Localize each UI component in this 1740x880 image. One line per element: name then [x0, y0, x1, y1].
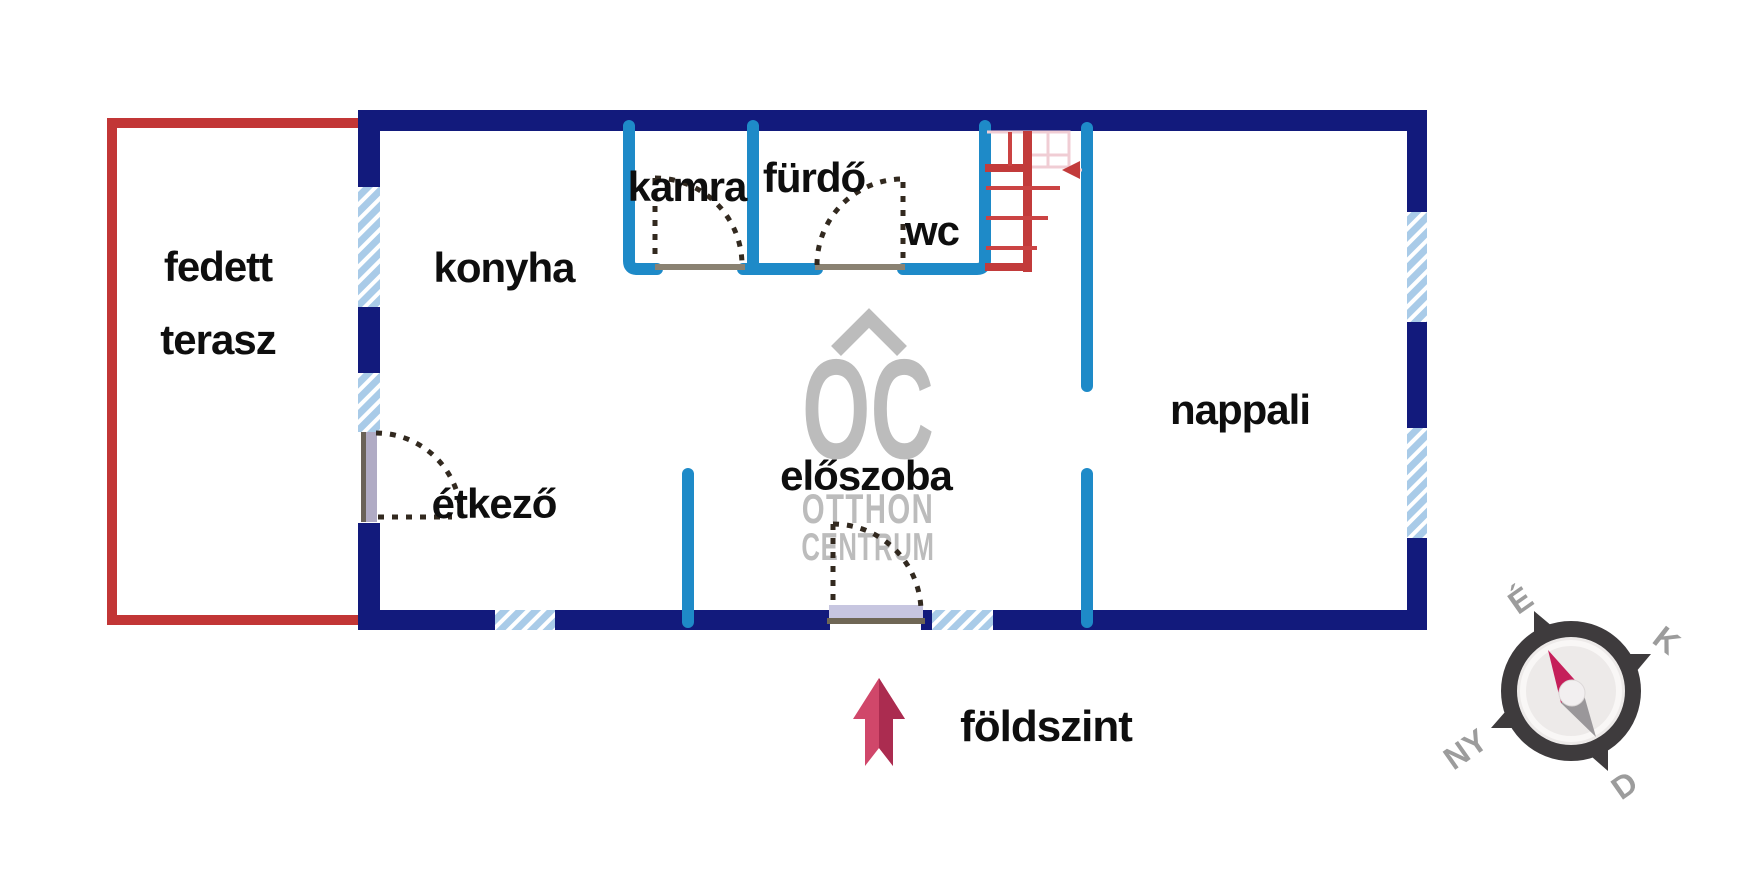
right-wall-segment	[1407, 322, 1427, 428]
window-left-1	[358, 187, 380, 307]
label-pantry: kamra	[628, 163, 748, 210]
compass-label-east: K	[1646, 619, 1686, 662]
window-left-2	[358, 373, 380, 432]
label-covered-terrace-line1: fedett	[164, 243, 273, 290]
left-wall-segment	[358, 307, 380, 373]
dining-door-leaf	[364, 432, 377, 522]
stairs	[985, 130, 1082, 272]
right-wall-segment	[1407, 538, 1427, 630]
entry-door-sill	[829, 605, 923, 618]
bathroom-door-arc	[814, 176, 904, 266]
bottom-wall-segment	[921, 610, 932, 630]
label-bathroom: fürdő	[763, 154, 866, 201]
stairs-direction-arrow-icon	[1062, 161, 1080, 179]
dining-door-arc	[375, 430, 464, 519]
pantry-door-arc	[654, 175, 745, 266]
up-arrow-shade	[879, 678, 905, 766]
watermark-monogram: OC	[802, 331, 934, 490]
level-caption: földszint	[960, 702, 1133, 751]
window-right-1	[1407, 212, 1427, 322]
bottom-wall-segment	[358, 610, 495, 630]
partitions	[623, 120, 1093, 628]
label-living-room: nappali	[1170, 386, 1310, 433]
label-covered-terrace-line2: terasz	[160, 316, 275, 363]
compass-label-west: NY	[1437, 722, 1494, 777]
window-right-2	[1407, 428, 1427, 538]
left-wall-segment	[358, 110, 380, 187]
door-swings	[375, 175, 924, 613]
terrace-outline	[107, 118, 362, 625]
left-wall-segment	[358, 523, 380, 630]
compass: É K D NY	[1437, 579, 1687, 806]
label-dining: étkező	[432, 480, 557, 527]
room-labels: fedett terasz konyha kamra fürdő wc napp…	[160, 154, 1311, 527]
stairs-landing-bottom	[985, 263, 1032, 271]
watermark-roof-icon	[831, 308, 907, 356]
label-kitchen: konyha	[433, 244, 576, 291]
compass-pivot	[1558, 679, 1586, 707]
level-marker: földszint	[853, 678, 1134, 766]
stairs-landing-top	[985, 164, 1032, 172]
entry-door-arc	[832, 521, 924, 613]
compass-label-south: D	[1605, 764, 1645, 807]
top-wall	[358, 110, 1427, 131]
watermark-logo: OC OTTHON CENTRUM	[801, 308, 935, 570]
label-wc: wc	[904, 207, 960, 254]
window-bottom-2	[932, 610, 993, 630]
window-bottom-1	[495, 610, 555, 630]
door-sills	[361, 264, 925, 624]
watermark-line1: OTTHON	[802, 485, 935, 533]
bottom-wall-segment	[993, 610, 1427, 630]
compass-face-highlight	[1520, 640, 1622, 742]
watermark-line2: CENTRUM	[801, 526, 934, 570]
outer-walls	[358, 110, 1427, 630]
stairs-treads	[986, 132, 1060, 250]
right-wall-segment	[1407, 110, 1427, 212]
compass-label-north: É	[1501, 579, 1539, 621]
stairs-stringer	[1023, 131, 1032, 272]
windows	[358, 187, 1427, 630]
compass-ring	[1501, 621, 1641, 761]
label-hallway: előszoba	[780, 452, 953, 499]
dining-door-leaf-edge	[361, 432, 366, 522]
